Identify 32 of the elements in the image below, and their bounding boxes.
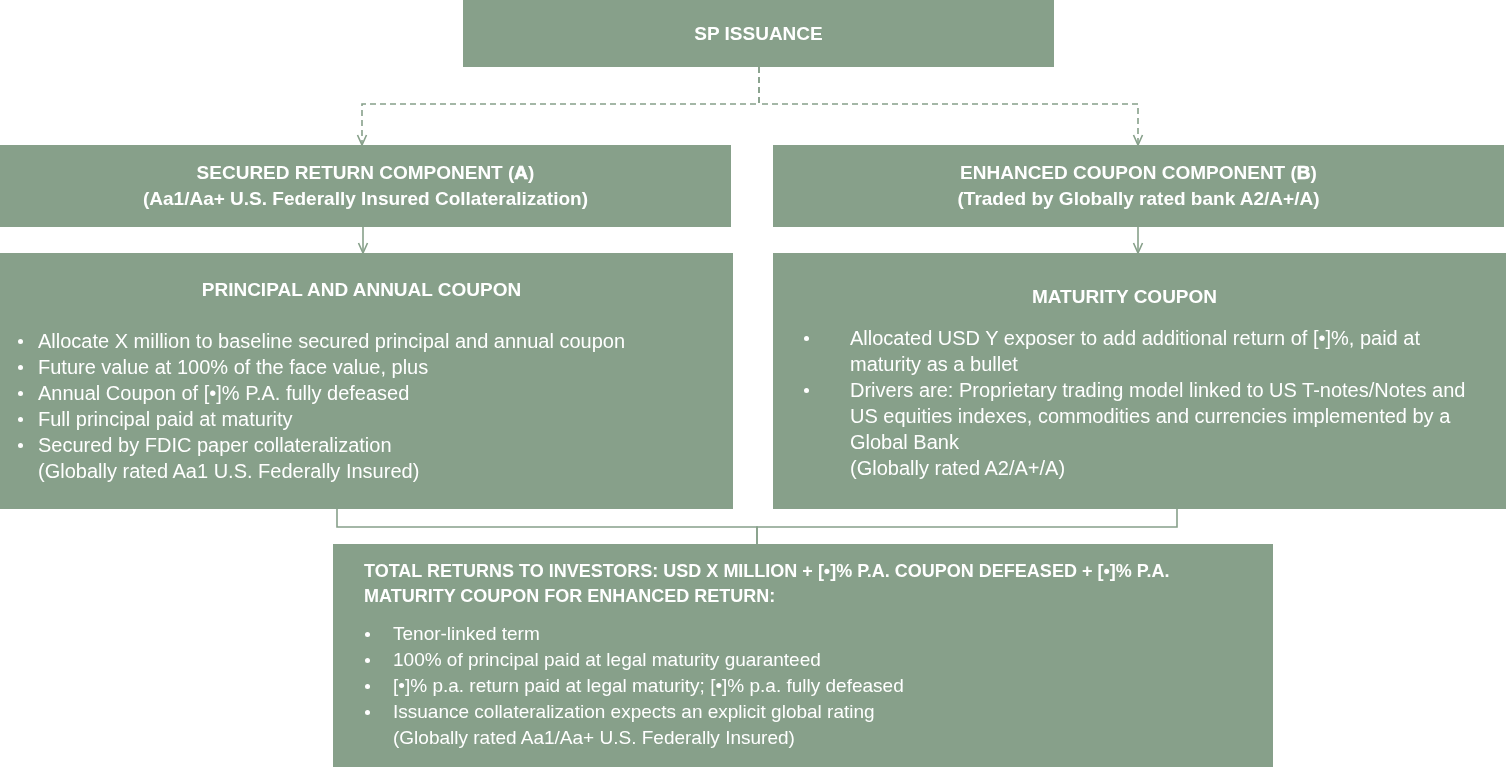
heading: MATURITY COUPON [1031, 285, 1218, 309]
heading: ENHANCED COUPON COMPONENT (B) [960, 161, 1317, 185]
subheading: (Aa1/Aa+ U.S. Federally Insured Collateralization) [142, 187, 588, 211]
bullet-item: Issuance collateralization expects an explicit global rating [365, 699, 1233, 725]
bullet-item: Full principal paid at maturity [18, 406, 723, 432]
bullet-item: Future value at 100% of the face value, plus [18, 354, 723, 380]
bullet-item: Tenor-linked term [365, 621, 1233, 647]
subheading: (Traded by Globally rated bank A2/A+/A) [957, 187, 1320, 211]
note-text: (Globally rated Aa1 U.S. Federally Insured) [38, 459, 421, 484]
note-text: (Globally rated Aa1/Aa+ U.S. Federally Insured) [393, 726, 796, 750]
bullet-item: Secured by FDIC paper collateralization [18, 432, 723, 458]
bullet-item: Annual Coupon of [•]% P.A. fully defeased [18, 380, 723, 406]
bullet-item: Drivers are: Proprietary trading model linked to US T-notes/Notes and US equities indexes, commodities and currencies implemented by a Global Bank [804, 377, 1476, 455]
bullet-item: Allocate X million to baseline secured principal and annual coupon [18, 328, 723, 354]
process-box [773, 145, 1504, 227]
process-box [0, 253, 733, 509]
process-box [0, 145, 731, 227]
bullet-item: [•]% p.a. return paid at legal maturity; [•]% p.a. fully defeased [365, 673, 1233, 699]
arrow [1132, 226, 1144, 254]
bullet-item: 100% of principal paid at legal maturity guaranteed [365, 647, 1233, 673]
process-box [333, 544, 1273, 767]
bullet-item: Allocated USD Y exposer to add additional return of [•]%, paid at maturity as a bullet [804, 325, 1476, 377]
arrow [357, 226, 369, 254]
heading: PRINCIPAL AND ANNUAL COUPON [201, 278, 522, 302]
process-box [773, 253, 1506, 509]
heading: TOTAL RETURNS TO INVESTORS: USD X MILLION + [•]% P.A. COUPON DEFEASED + [•]% P.A. MATURITY COUPON FOR ENHANCED RETURN: [364, 560, 1171, 608]
note-text: (Globally rated A2/A+/A) [850, 456, 1067, 481]
heading: SP ISSUANCE [694, 21, 823, 46]
heading: SECURED RETURN COMPONENT (A) [196, 161, 535, 185]
dashed-arrow [758, 66, 1144, 146]
process-box [463, 0, 1054, 67]
connector-line [756, 508, 1178, 545]
